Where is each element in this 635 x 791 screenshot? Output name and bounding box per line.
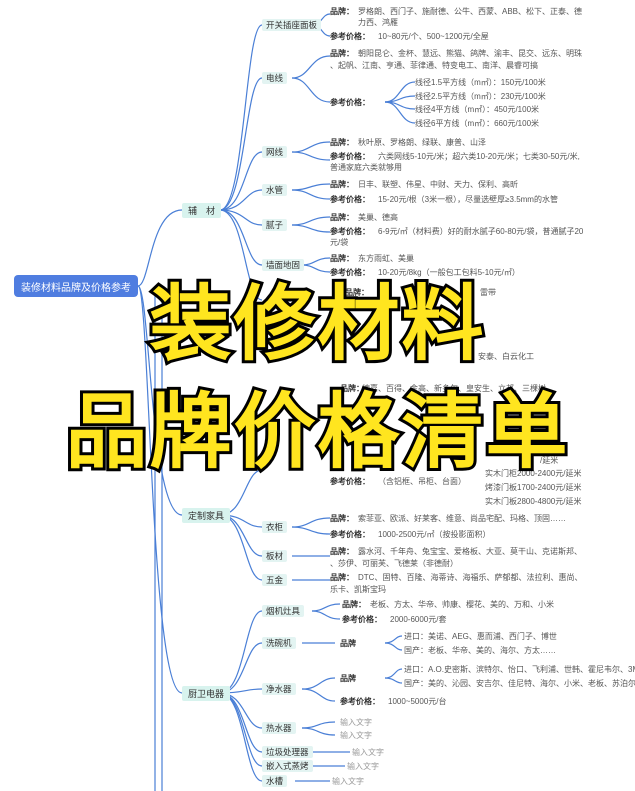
hardware-brand-line1: DTC、固特、百隆、海蒂诗、海福乐、萨郁都、法拉利、惠尚、 [358, 573, 583, 582]
wardrobe-price-label: 参考价格： [330, 530, 370, 539]
pipe-brand: 日丰、联塑、伟星、中财、天力、保利、高昕 [358, 180, 518, 189]
board-brand-label: 品牌： [330, 547, 354, 556]
wire-price-2: 线径2.5平方线（m㎡）：230元/100米 [415, 92, 546, 101]
door-price-3: 实木门板2800-4800元/延米 [485, 497, 582, 506]
category-fucai[interactable]: 辅 材 [182, 203, 222, 218]
network-brand: 秋叶原、罗格朗、绿联、康普、山泽 [358, 138, 486, 147]
wire-brand-line1: 朝阳昆仑、金杯、慧远、熊猫、鸽牌、渝丰、昆交、远东、明珠 [358, 49, 582, 58]
wire-brand-line2: 、起帆、江南、亨通、菲律通、特变电工、南洋、晨睿可搞 [330, 61, 538, 70]
switch-price-label: 参考价格： [330, 32, 370, 41]
pipe-price-label: 参考价格： [330, 195, 370, 204]
putty-price-line1: 6-9元/㎡（材料费）好的耐水腻子60-80元/袋，普通腻子20 [378, 227, 584, 236]
switch-price: 10~80元/个、500~1200元/全屋 [378, 32, 489, 41]
dishwasher-domestic: 老板、华帝、美的、海尔、方太…… [428, 646, 556, 655]
door-brand: 德嘉、百得、金高、新多尔、皇安生、立邦、三棵树 [362, 384, 546, 393]
dishwasher-brand-label: 品牌 [340, 639, 356, 648]
network-brand-label: 品牌： [330, 138, 354, 147]
node-steam-oven[interactable]: 嵌入式蒸烤 [262, 760, 313, 772]
wire-price-label: 参考价格： [330, 98, 370, 107]
node-disposer[interactable]: 垃圾处理器 [262, 746, 313, 758]
hardware-brand-label: 品牌： [330, 573, 354, 582]
node-purifier[interactable]: 净水器 [262, 683, 296, 695]
purifier-import: A.O.史密斯、滨特尔、怡口、飞利浦、世韩、霍尼韦尔、3M、 [428, 665, 635, 674]
putty-price-line2: 元/袋 [330, 238, 349, 247]
wire-price-4: 线径6平方线（m㎡）：660元/100米 [415, 119, 540, 128]
tile-brand-label: 品牌： [330, 254, 354, 263]
node-wire[interactable]: 电线 [262, 72, 288, 84]
network-price-line1: 六类网线5-10元/米；超六类10-20元/米；七类30-50元/米, [378, 152, 580, 161]
switch-brand-line1: 罗格朗、西门子、施耐德、公牛、西蒙、ABB、松下、正泰、德 [358, 7, 583, 16]
headline-line1: 装修材料 [146, 274, 486, 375]
pipe-price: 15-20元/根（3米一根），尽量选壁厚≥3.5mm的水管 [378, 195, 558, 204]
board-brand-line1: 露水河、千年舟、兔宝宝、爱格板、大亚、莫干山、克诺斯邦、 [358, 547, 582, 556]
purifier-domestic: 美的、沁园、安吉尔、佳尼特、海尔、小米、老板、苏泊尔…… [428, 679, 635, 688]
putty-price-label: 参考价格： [330, 227, 370, 236]
node-water-heater[interactable]: 热水器 [262, 722, 296, 734]
door-price-label: 参考价格： [330, 477, 370, 486]
node-dishwasher[interactable]: 洗碗机 [262, 637, 296, 649]
pipe-brand-label: 品牌： [330, 180, 354, 189]
putty-brand-label: 品牌： [330, 213, 354, 222]
wire-price-3: 线径4平方线（m㎡）：450元/100米 [415, 105, 540, 114]
purifier-domestic-label: 国产： [404, 679, 428, 688]
hood-price-label: 参考价格： [342, 615, 382, 624]
purifier-brand-label: 品牌 [340, 674, 356, 683]
purifier-import-label: 进口： [404, 665, 428, 674]
dishwasher-import-label: 进口： [404, 632, 428, 641]
oven-placeholder[interactable]: 输入文字 [347, 762, 379, 771]
dishwasher-domestic-label: 国产： [404, 646, 428, 655]
tile-price-label: 参考价格： [330, 268, 370, 277]
sink-placeholder[interactable]: 输入文字 [332, 777, 364, 786]
door-price-1: 实木门柜2000-2400元/延米 [485, 469, 582, 478]
purifier-price-label: 参考价格： [340, 697, 380, 706]
headline-line2: 品牌价格清单 [62, 382, 570, 483]
door-price-2: 烤漆门板1700-2400元/延米 [485, 483, 582, 492]
node-pipe[interactable]: 水管 [262, 184, 288, 196]
wardrobe-brand-label: 品牌： [330, 514, 354, 523]
category-dingzhi[interactable]: 定制家具 [182, 508, 231, 523]
node-hardware[interactable]: 五金 [262, 574, 288, 586]
tile-price: 10-20元/8kg（一般包工包料5-10元/㎡） [378, 268, 520, 277]
hood-price: 2000-6000元/套 [390, 615, 447, 624]
heater-placeholder-1[interactable]: 输入文字 [340, 718, 372, 727]
putty-brand: 美巢、德高 [358, 213, 398, 222]
node-hood[interactable]: 烟机灶具 [262, 605, 305, 617]
node-sink[interactable]: 水槽 [262, 775, 288, 787]
door-partial: /延米 [540, 456, 559, 465]
wardrobe-brand: 索菲亚、欧派、好莱客、维意、尚品宅配、玛格、顶固…… [358, 514, 566, 523]
door-price: （含铝框、吊柜、台面） [378, 477, 466, 486]
node-putty[interactable]: 腻子 [262, 219, 288, 231]
category-chuwei[interactable]: 厨卫电器 [182, 686, 231, 701]
dishwasher-import: 美诺、AEG、惠而浦、西门子、博世 [428, 632, 557, 641]
board-brand-line2: 、莎伊、可丽芙、飞德莱（非德耐） [330, 559, 458, 568]
node-network[interactable]: 网线 [262, 146, 288, 158]
hidden-brand-1: 雷带 [480, 288, 496, 297]
heater-placeholder-2[interactable]: 输入文字 [340, 731, 372, 740]
node-wardrobe[interactable]: 衣柜 [262, 521, 288, 533]
hidden-brand-label: 品牌： [345, 288, 369, 297]
network-price-line2: 普通家庭六类就够用 [330, 163, 402, 172]
purifier-price: 1000~5000元/台 [388, 697, 447, 706]
wire-price-1: 线径1.5平方线（m㎡）：150元/100米 [415, 78, 546, 87]
wire-brand-label: 品牌： [330, 49, 354, 58]
door-brand-label: 品牌： [340, 384, 364, 393]
tile-brand: 东方雨虹、美巢 [358, 254, 414, 263]
wardrobe-price: 1000-2500元/㎡（按投影面积） [378, 530, 491, 539]
switch-brand-line2: 力西、鸿雁 [358, 18, 398, 27]
switch-brand-label: 品牌： [330, 7, 354, 16]
node-switch[interactable]: 开关插座面板 [262, 19, 322, 31]
hood-brand-label: 品牌： [342, 600, 366, 609]
disposer-placeholder[interactable]: 输入文字 [352, 748, 384, 757]
hidden-brand-2: 安泰、白云化工 [478, 352, 534, 361]
node-board[interactable]: 板材 [262, 550, 288, 562]
network-price-label: 参考价格： [330, 152, 370, 161]
hardware-brand-line2: 乐卡、凯斯宝玛 [330, 585, 386, 594]
root-node[interactable]: 装修材料品牌及价格参考 [14, 275, 138, 297]
hood-brand: 老板、方太、华帝、帅康、樱花、美的、万和、小米 [370, 600, 554, 609]
node-wall-primer[interactable]: 墙面地固 [262, 259, 305, 271]
